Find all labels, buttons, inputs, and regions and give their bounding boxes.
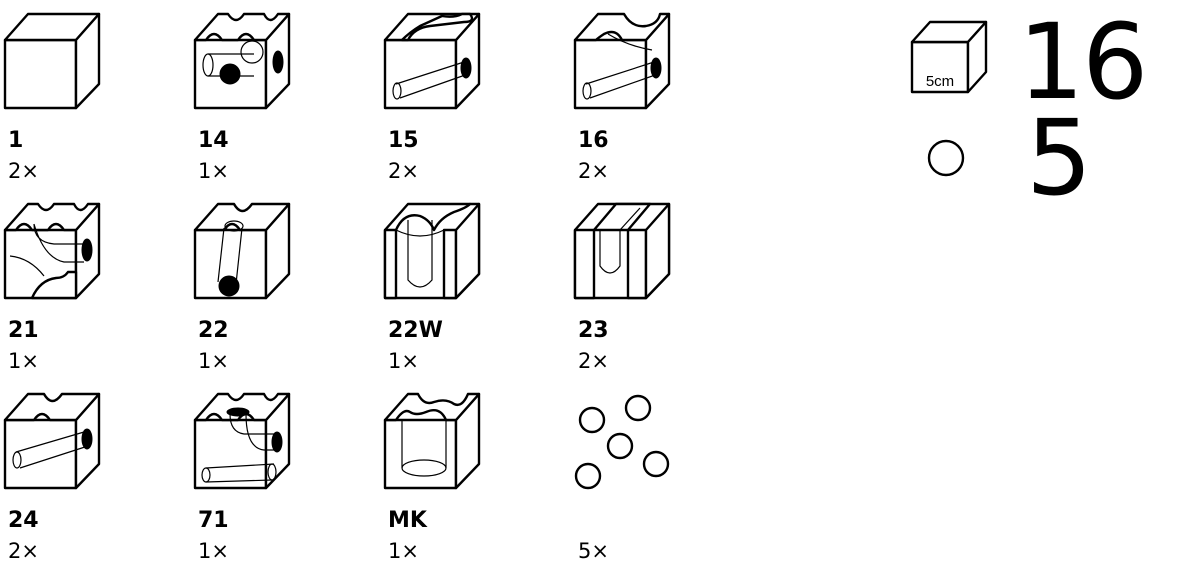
piece-16: 16 2× [573, 12, 754, 192]
piece-quantity: 1× [388, 349, 419, 373]
cube-21-icon [3, 202, 101, 300]
piece-22: 22 1× [193, 202, 374, 382]
totals-summary: 5cm 16 5 [900, 0, 1190, 210]
piece-code: 71 [198, 508, 229, 533]
cube-22-icon [193, 202, 291, 300]
piece-14: 14 1× [193, 12, 374, 192]
piece-quantity: 2× [578, 159, 609, 183]
piece-22w: 22W 1× [383, 202, 564, 382]
piece-quantity: 1× [198, 159, 229, 183]
cube-71-icon [193, 392, 291, 490]
piece-code: 24 [8, 508, 39, 533]
cube-15-icon [383, 12, 481, 110]
piece-71: 71 1× [193, 392, 374, 572]
cube-icon: 5cm [910, 20, 988, 94]
piece-quantity: 1× [8, 349, 39, 373]
piece-code: MK [388, 508, 427, 533]
piece-quantity: 2× [8, 159, 39, 183]
cube-14-icon [193, 12, 291, 110]
piece-21: 21 1× [3, 202, 184, 382]
piece-mk: MK 1× [383, 392, 564, 572]
piece-1: 1 2× [3, 12, 184, 192]
piece-quantity: 1× [198, 349, 229, 373]
piece-code: 22W [388, 318, 443, 343]
piece-quantity: 5× [578, 539, 609, 563]
piece-marbles: 5× [574, 392, 754, 572]
cube-24-icon [3, 392, 101, 490]
piece-15: 15 2× [383, 12, 564, 192]
cube-size-label: 5cm [926, 73, 954, 90]
piece-code: 22 [198, 318, 229, 343]
marble-count: 5 [1026, 97, 1092, 219]
piece-code: 1 [8, 128, 24, 153]
marble-icon [927, 139, 965, 177]
cube-22w-icon [383, 202, 481, 300]
piece-code: 23 [578, 318, 609, 343]
piece-code: 16 [578, 128, 609, 153]
piece-24: 24 2× [3, 392, 184, 572]
piece-code: 21 [8, 318, 39, 343]
piece-code: 14 [198, 128, 229, 153]
cube-16-icon [573, 12, 671, 110]
plain-cube-icon [3, 12, 101, 110]
piece-quantity: 1× [388, 539, 419, 563]
marbles-icon [574, 394, 670, 490]
cube-count: 16 [1018, 1, 1148, 123]
piece-quantity: 2× [578, 349, 609, 373]
piece-code: 15 [388, 128, 419, 153]
cube-mk-icon [383, 392, 481, 490]
cube-23-icon [573, 202, 671, 300]
piece-quantity: 1× [198, 539, 229, 563]
piece-quantity: 2× [388, 159, 419, 183]
piece-quantity: 2× [8, 539, 39, 563]
piece-23: 23 2× [573, 202, 754, 382]
